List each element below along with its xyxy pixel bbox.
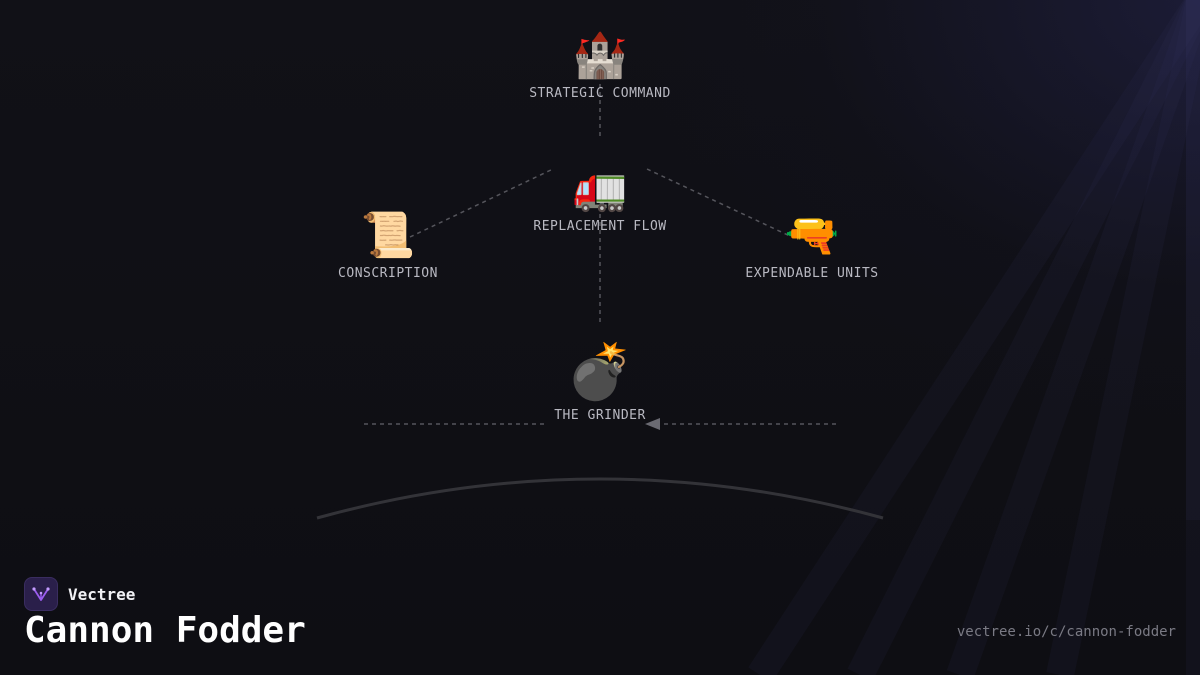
connector-conscription-to-flow <box>409 168 554 238</box>
node-label: EXPENDABLE UNITS <box>745 266 879 281</box>
node-label: REPLACEMENT FLOW <box>533 219 667 234</box>
pistol-icon: 🔫 <box>784 210 840 261</box>
bomb-icon: 💣 <box>566 340 634 403</box>
scroll-icon: 📜 <box>360 210 416 261</box>
node-strategic-command[interactable]: 🏰 STRATEGIC COMMAND <box>529 30 671 101</box>
node-replacement-flow[interactable]: 🚛 REPLACEMENT FLOW <box>533 163 666 234</box>
ground-arc <box>316 477 884 520</box>
node-the-grinder[interactable]: 💣 THE GRINDER <box>554 340 646 423</box>
node-label: CONSCRIPTION <box>338 266 438 281</box>
brand[interactable]: Vectree <box>24 577 135 611</box>
brand-name: Vectree <box>68 584 136 604</box>
node-conscription[interactable]: 📜 CONSCRIPTION <box>338 210 438 281</box>
node-label: STRATEGIC COMMAND <box>529 86 671 101</box>
node-label: THE GRINDER <box>554 408 646 423</box>
page-url[interactable]: vectree.io/c/cannon-fodder <box>956 624 1176 640</box>
truck-icon: 🚛 <box>572 163 628 214</box>
node-expendable-units[interactable]: 🔫 EXPENDABLE UNITS <box>745 210 878 281</box>
vectree-logo-icon <box>24 577 58 611</box>
page-title: Cannon Fodder <box>24 610 306 651</box>
connector-flow-to-units <box>646 168 793 238</box>
castle-icon: 🏰 <box>572 30 628 81</box>
